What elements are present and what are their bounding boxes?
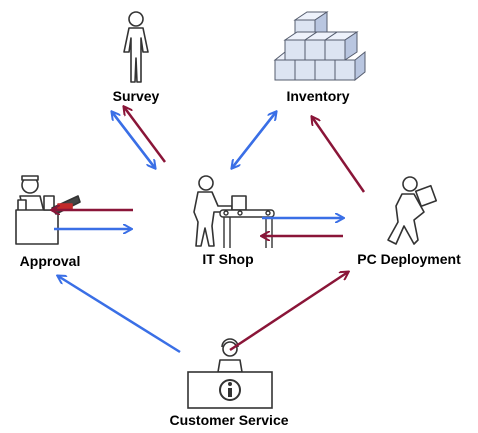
approval-person-icon	[15, 175, 81, 245]
arrow-customerservice-to-approval	[58, 276, 181, 354]
it-shop-label: IT Shop	[202, 251, 254, 267]
pc-deployment-person-icon	[387, 176, 438, 245]
inventory-label: Inventory	[286, 88, 350, 104]
approval-label: Approval	[19, 253, 81, 269]
info-desk-icon	[187, 371, 273, 409]
customer-service-label: Customer Service	[169, 412, 289, 428]
survey-label: Survey	[112, 88, 160, 104]
inventory-boxes-icon	[273, 11, 366, 82]
arrow-inventory-to-itshop	[232, 111, 277, 168]
it-shop-worker-icon	[193, 175, 247, 247]
it-shop-conveyor-icon	[219, 209, 275, 248]
arrow-itshop-to-survey-red	[124, 107, 167, 163]
survey-person-icon	[123, 11, 149, 83]
arrow-customerservice-to-pcdeployment	[229, 272, 348, 352]
arrow-survey-to-itshop-blue	[111, 111, 155, 168]
pc-deployment-label: PC Deployment	[357, 251, 461, 267]
arrow-pcdeployment-to-inventory	[312, 117, 366, 193]
